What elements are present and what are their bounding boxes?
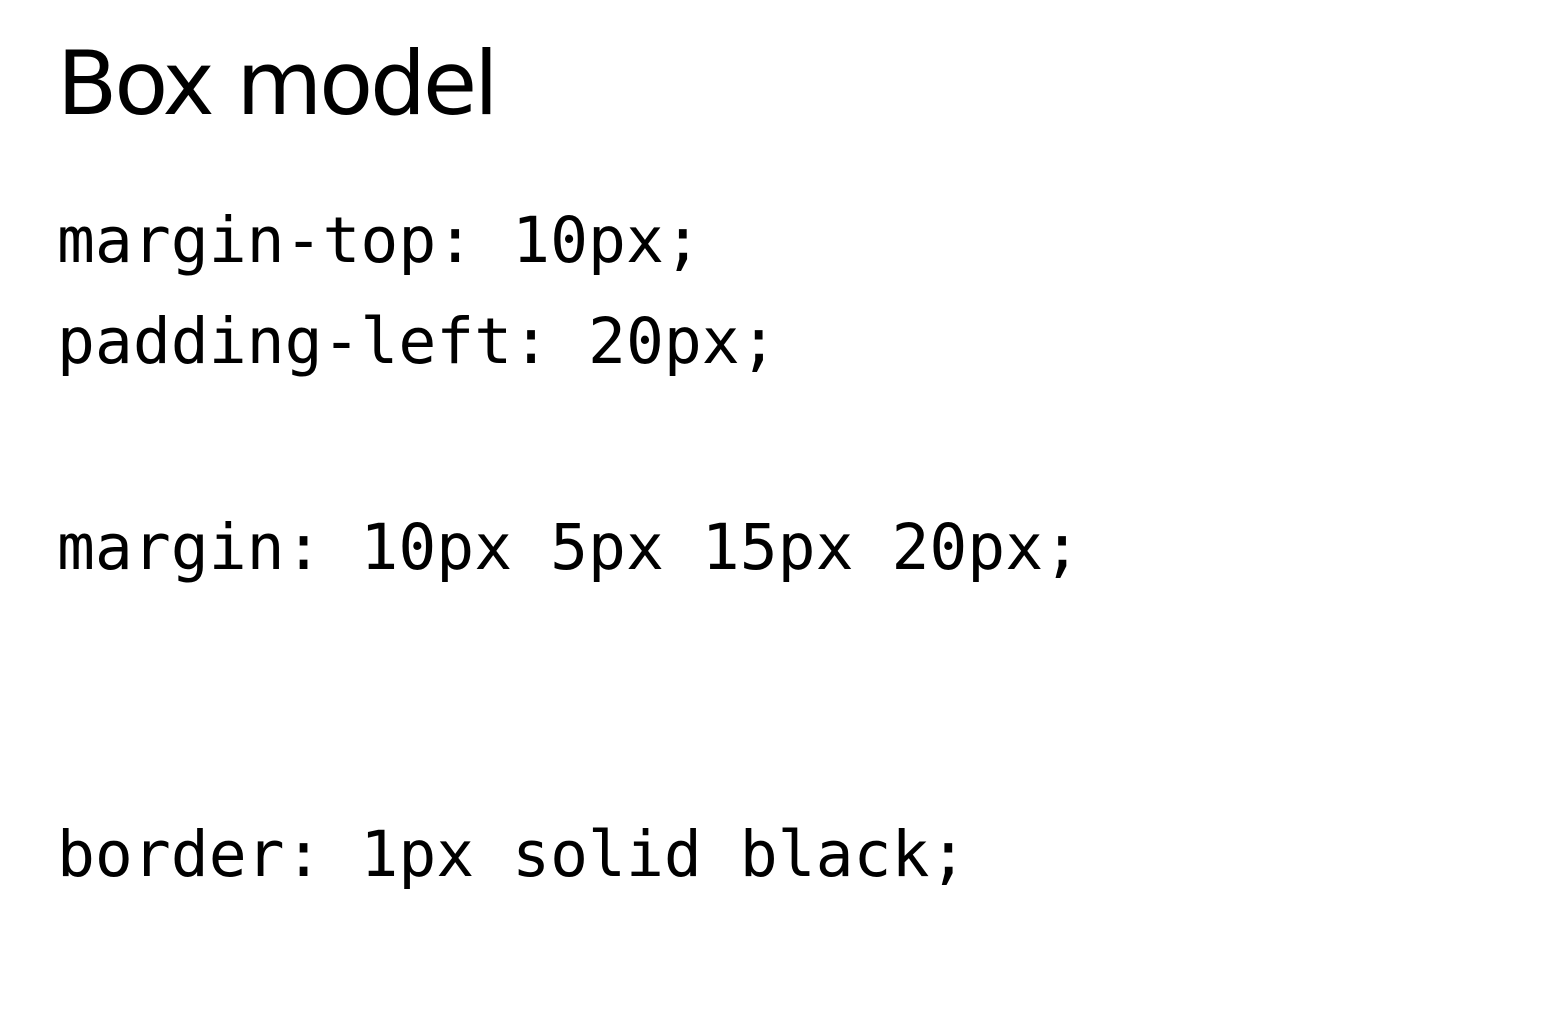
code-line-padding-left: padding-left: 20px; bbox=[57, 305, 778, 378]
page-title: Box model bbox=[57, 32, 499, 135]
code-line-margin-top: margin-top: 10px; bbox=[57, 204, 702, 277]
code-line-border: border: 1px solid black; bbox=[57, 818, 968, 891]
code-line-margin-shorthand: margin: 10px 5px 15px 20px; bbox=[57, 511, 1082, 584]
